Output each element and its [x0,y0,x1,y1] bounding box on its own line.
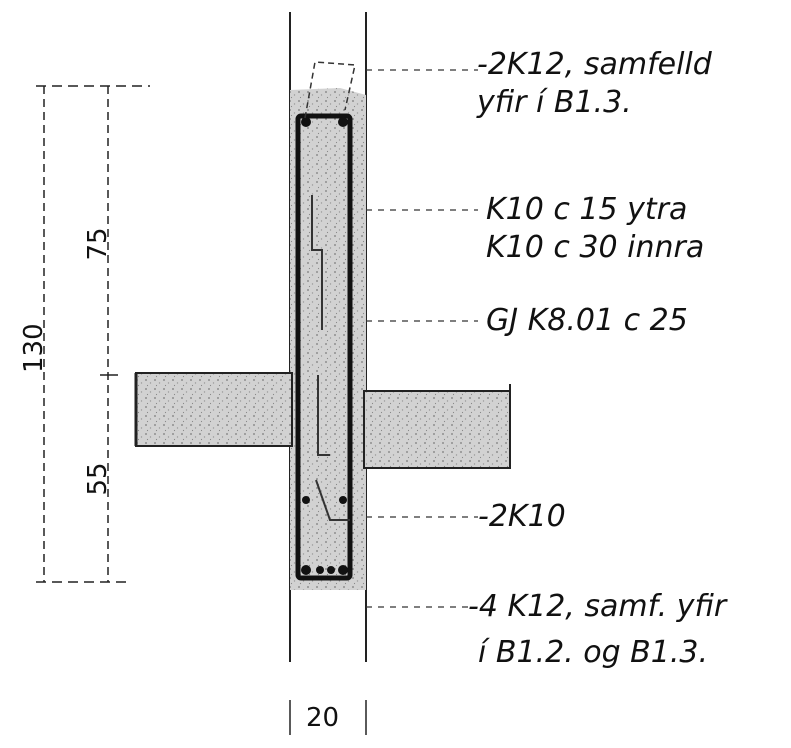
slab-right [363,390,511,469]
inner-bars [311,195,350,521]
slab-left [135,372,293,447]
longitudinal-bars [301,117,348,575]
dim-width: 20 [306,703,340,733]
label-ties: GJ K8.01 c 25 [486,303,688,338]
stirrup-outer [295,113,353,581]
label-top-bars-2: yfir í B1.3. [477,85,632,120]
dim-total-height: 130 [19,323,49,373]
leader-lines [366,69,478,608]
label-stirrups-2: K10 c 30 innra [486,230,705,265]
label-bottom-bars-1: -4 K12, samf. yfir [468,589,727,624]
concrete-section [290,88,366,590]
label-top-bars-1: -2K12, samfelld [477,47,712,82]
label-bottom-bars-2: í B1.2. og B1.3. [478,635,708,670]
dimension-lines [36,85,367,735]
dim-upper-height: 75 [83,227,113,261]
label-mid-bars: -2K10 [478,499,566,534]
label-stirrups-1: K10 c 15 ytra [486,192,688,227]
dim-lower-height: 55 [83,462,113,496]
hook-top [304,61,356,119]
